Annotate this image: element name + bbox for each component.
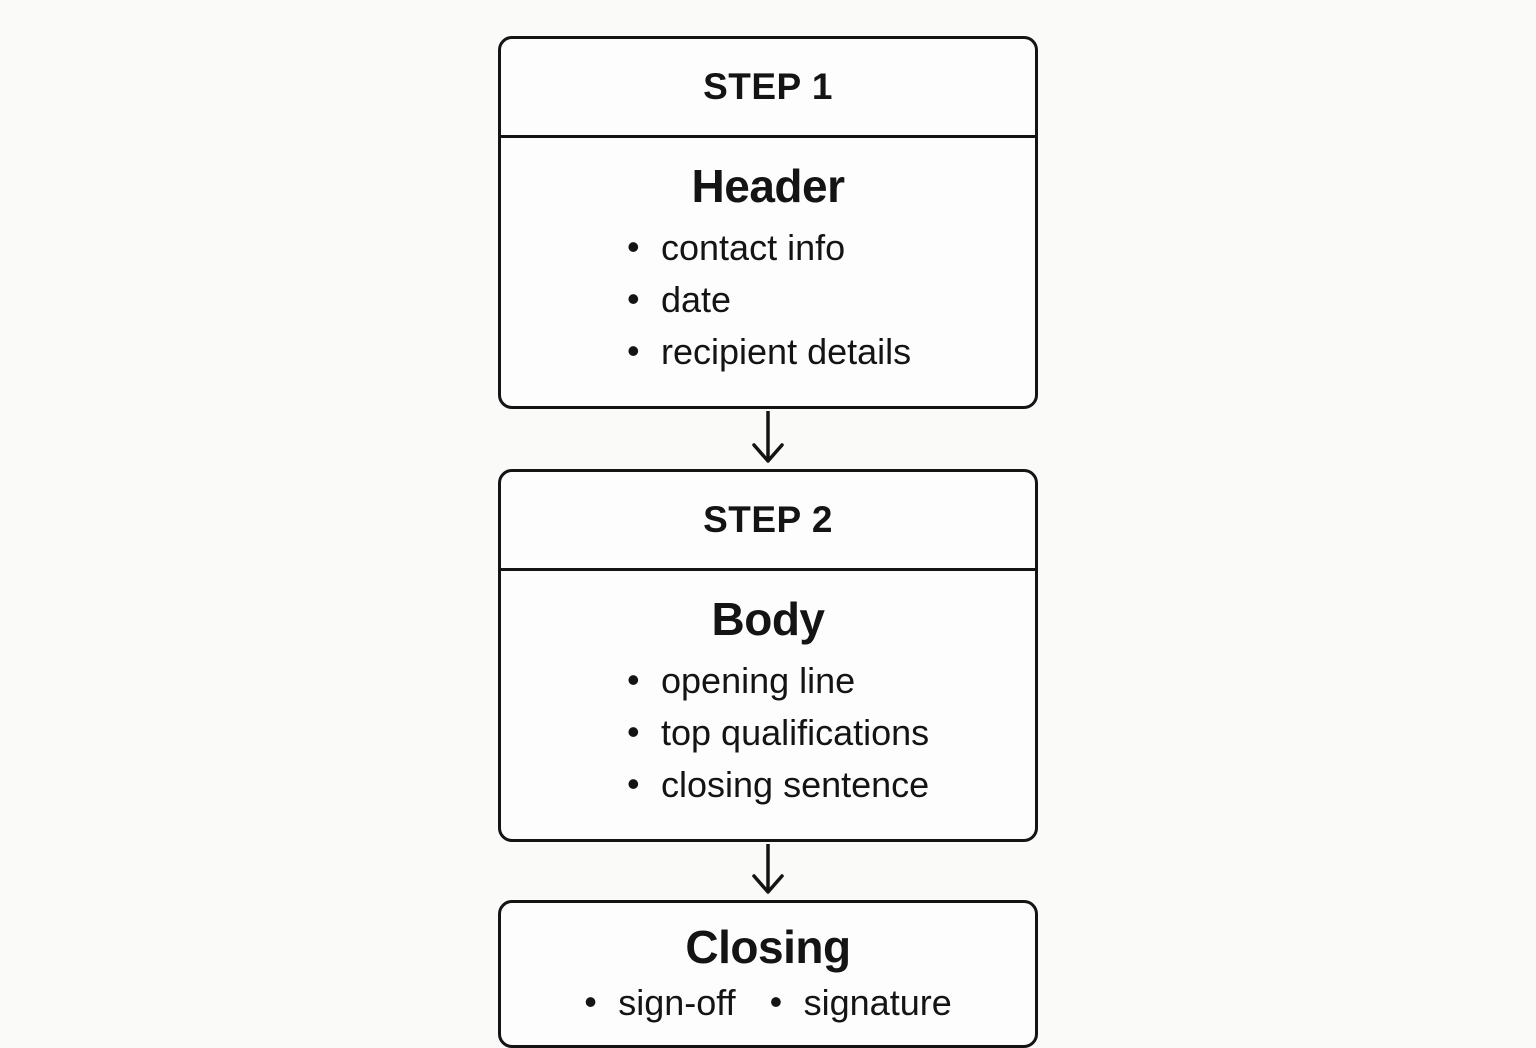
bullet-item: date (627, 273, 1035, 326)
step-2-box: STEP 2 Body opening line top qualificati… (498, 469, 1038, 842)
bullet-item: opening line (627, 654, 1035, 707)
step-1-label: STEP 1 (501, 39, 1035, 138)
step-1-bullet-list: contact info date recipient details (501, 221, 1035, 378)
bullet-item: top qualifications (627, 706, 1035, 759)
bullet-item: recipient details (627, 325, 1035, 378)
bullet-item: closing sentence (627, 758, 1035, 811)
bullet-item: signature (770, 978, 952, 1027)
step-1-title: Header (691, 160, 845, 212)
flowchart: STEP 1 Header contact info date recipien… (498, 36, 1038, 1048)
closing-box: Closing sign-off signature (498, 900, 1038, 1048)
closing-bullet-list: sign-off signature (501, 978, 1035, 1027)
step-2-bullet-list: opening line top qualifications closing … (501, 654, 1035, 811)
bullet-item: contact info (627, 221, 1035, 274)
step-2-title: Body (711, 593, 826, 645)
step-2-body: Body opening line top qualifications clo… (501, 571, 1035, 839)
bullet-item: sign-off (584, 978, 735, 1027)
step-1-box: STEP 1 Header contact info date recipien… (498, 36, 1038, 409)
arrow-down-icon (752, 844, 784, 894)
step-1-body: Header contact info date recipient detai… (501, 138, 1035, 406)
closing-title: Closing (685, 921, 851, 973)
arrow-down-icon (752, 411, 784, 463)
step-2-label: STEP 2 (501, 472, 1035, 571)
